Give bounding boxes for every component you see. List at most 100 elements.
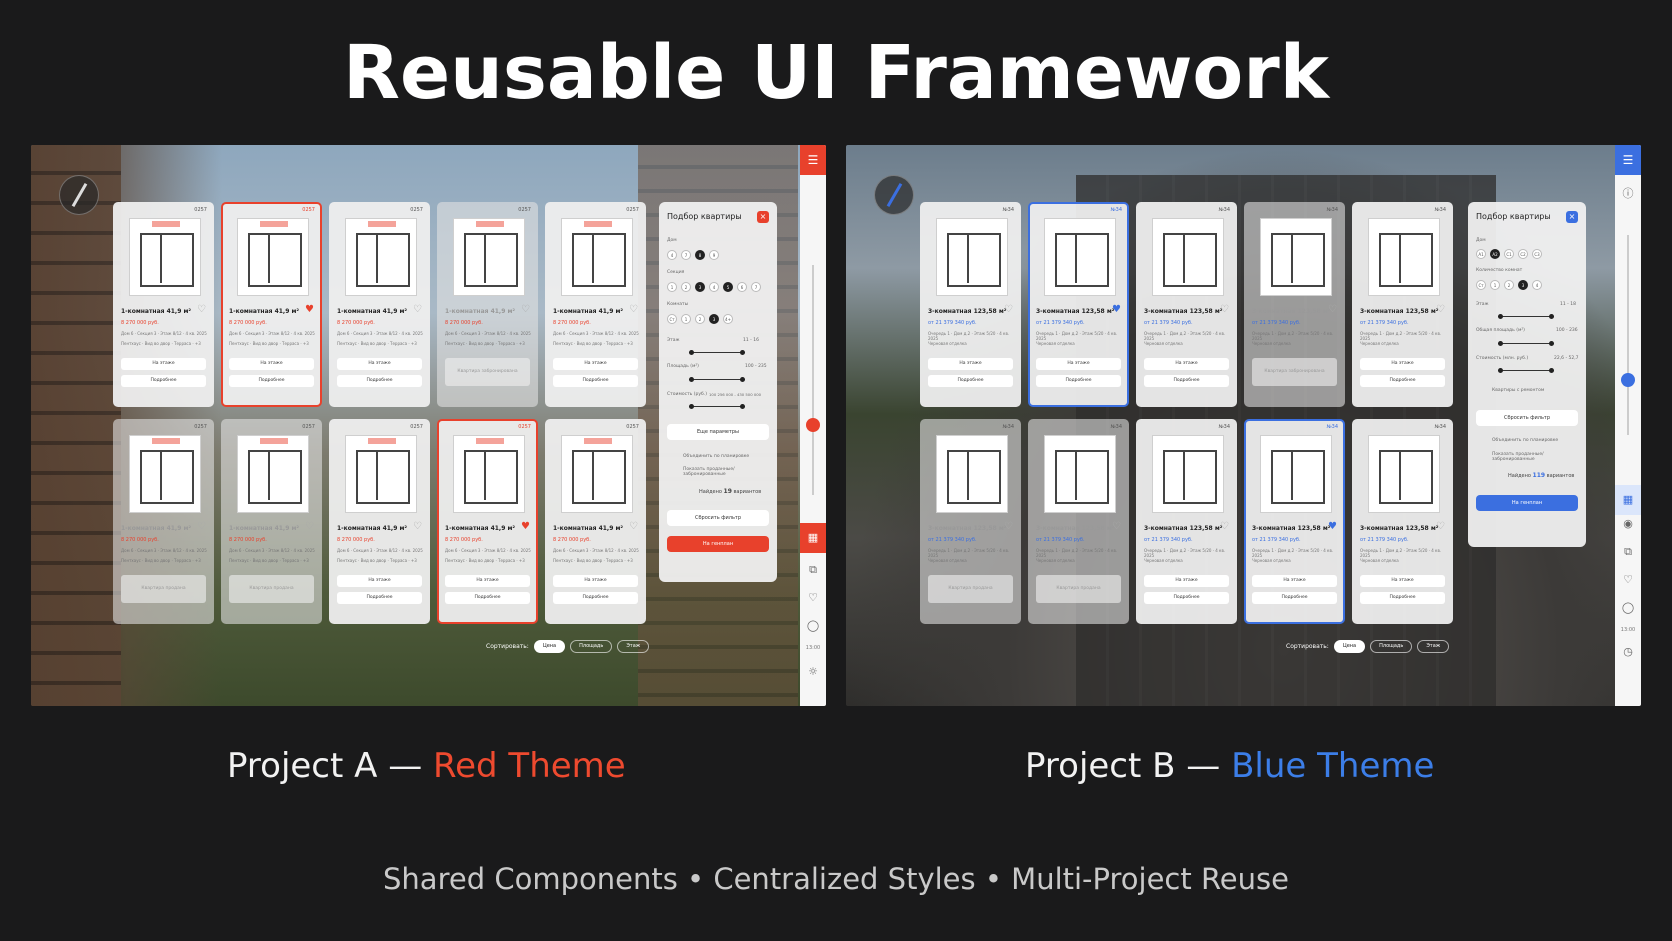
on-floor-button[interactable]: Квартира забронирована: [445, 358, 530, 386]
floor-scroll-track[interactable]: [812, 265, 814, 495]
favorite-heart-icon[interactable]: ♡: [197, 304, 206, 315]
favorite-heart-icon[interactable]: ♡: [1328, 304, 1337, 315]
close-icon[interactable]: ×: [1566, 211, 1578, 223]
filter-option[interactable]: 4: [1532, 280, 1542, 290]
filter-option[interactable]: А2: [1490, 249, 1500, 259]
reset-filter-button[interactable]: Сбросить фильтр: [667, 510, 769, 526]
filter-option[interactable]: 3: [695, 282, 705, 292]
details-button[interactable]: Подробнее: [121, 375, 206, 387]
area-slider[interactable]: [1498, 341, 1554, 346]
details-button[interactable]: Подробнее: [337, 375, 422, 387]
on-floor-button[interactable]: На этаже: [1036, 358, 1121, 370]
compare-icon[interactable]: ⧉: [809, 563, 817, 576]
favorite-heart-icon[interactable]: ♡: [1436, 521, 1445, 532]
reset-filter-button[interactable]: Сбросить фильтр: [1476, 410, 1578, 426]
toggle-merge-layout[interactable]: Объединить по планировке: [683, 454, 750, 459]
toggle-merge-layout[interactable]: Объединить по планировке: [1492, 438, 1559, 443]
more-params-button[interactable]: Еще параметры: [667, 424, 769, 440]
info-icon[interactable]: ⓘ: [1622, 187, 1634, 200]
filter-option[interactable]: 4: [667, 250, 677, 260]
favorite-heart-icon[interactable]: ♡: [413, 521, 422, 532]
details-button[interactable]: Подробнее: [1144, 592, 1229, 604]
filter-option[interactable]: 1: [667, 282, 677, 292]
cost-slider[interactable]: [689, 404, 745, 409]
floor-slider[interactable]: [689, 350, 745, 355]
filter-option[interactable]: С3: [1532, 249, 1542, 259]
favorite-heart-icon[interactable]: ♡: [1220, 304, 1229, 315]
details-button[interactable]: Подробнее: [1144, 375, 1229, 387]
filter-option[interactable]: 5: [723, 282, 733, 292]
filter-option[interactable]: 4+: [723, 314, 733, 324]
favorite-heart-icon[interactable]: ♡: [1112, 521, 1121, 532]
sort-floor-chip[interactable]: Этаж: [1417, 640, 1450, 653]
eye-icon[interactable]: ◉: [1623, 517, 1633, 530]
filter-option[interactable]: 2: [695, 314, 705, 324]
sort-price-chip[interactable]: Цена: [533, 640, 566, 653]
toggle-show-sold[interactable]: Показать проданные/забронированные: [1492, 452, 1544, 462]
close-icon[interactable]: ×: [757, 211, 769, 223]
on-floor-button[interactable]: Квартира продана: [121, 575, 206, 603]
sort-floor-chip[interactable]: Этаж: [617, 640, 650, 653]
on-floor-button[interactable]: Квартира продана: [1036, 575, 1121, 603]
on-floor-button[interactable]: На этаже: [1360, 358, 1445, 370]
details-button[interactable]: Подробнее: [553, 592, 638, 604]
user-icon[interactable]: ◯: [1621, 601, 1635, 614]
floor-scroll-knob[interactable]: [806, 418, 820, 432]
details-button[interactable]: Подробнее: [928, 375, 1013, 387]
filter-option[interactable]: 7: [681, 250, 691, 260]
compass-icon[interactable]: [874, 175, 914, 215]
favorite-heart-icon[interactable]: ♡: [197, 521, 206, 532]
on-floor-button[interactable]: Квартира забронирована: [1252, 358, 1337, 386]
compare-icon[interactable]: ⧉: [1624, 545, 1632, 558]
favorite-heart-icon[interactable]: ♡: [629, 304, 638, 315]
details-button[interactable]: Подробнее: [1360, 375, 1445, 387]
filter-option[interactable]: 4: [709, 282, 719, 292]
filter-option[interactable]: 3: [1518, 280, 1528, 290]
on-floor-button[interactable]: На этаже: [928, 358, 1013, 370]
favorite-heart-icon[interactable]: ♥: [305, 304, 314, 315]
clock-icon[interactable]: ◷: [1623, 645, 1633, 658]
heart-icon[interactable]: ♡: [808, 591, 818, 604]
on-floor-button[interactable]: На этаже: [445, 575, 530, 587]
heart-icon[interactable]: ♡: [1623, 573, 1633, 586]
on-floor-button[interactable]: На этаже: [1144, 358, 1229, 370]
filter-option[interactable]: 1: [681, 314, 691, 324]
favorite-heart-icon[interactable]: ♡: [1436, 304, 1445, 315]
filter-option[interactable]: 3: [709, 314, 719, 324]
filter-option[interactable]: С2: [1518, 249, 1528, 259]
filter-option[interactable]: Ст: [667, 314, 677, 324]
favorite-heart-icon[interactable]: ♥: [1112, 304, 1121, 315]
filter-option[interactable]: 7: [751, 282, 761, 292]
details-button[interactable]: Подробнее: [1252, 592, 1337, 604]
filter-option[interactable]: 8: [695, 250, 705, 260]
details-button[interactable]: Подробнее: [229, 375, 314, 387]
favorite-heart-icon[interactable]: ♡: [413, 304, 422, 315]
filter-option[interactable]: 2: [681, 282, 691, 292]
filter-option[interactable]: 1: [1490, 280, 1500, 290]
details-button[interactable]: Подробнее: [1360, 592, 1445, 604]
genplan-button[interactable]: На генплан: [1476, 495, 1578, 511]
toggle-renovation[interactable]: Квартиры с ремонтом: [1492, 388, 1545, 393]
favorite-heart-icon[interactable]: ♡: [1004, 304, 1013, 315]
favorite-heart-icon[interactable]: ♡: [1004, 521, 1013, 532]
compass-icon[interactable]: [59, 175, 99, 215]
floor-slider[interactable]: [1498, 314, 1554, 319]
on-floor-button[interactable]: На этаже: [1144, 575, 1229, 587]
